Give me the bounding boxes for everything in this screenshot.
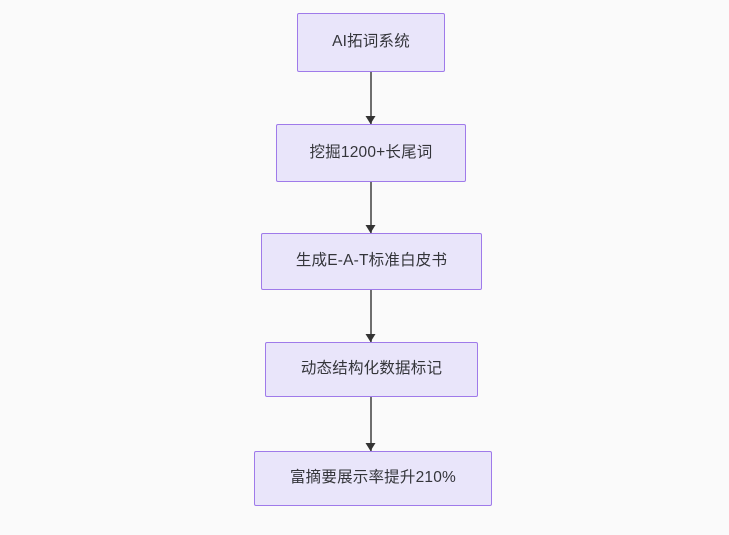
edge-line xyxy=(370,397,372,451)
flow-node-label: 挖掘1200+长尾词 xyxy=(309,143,433,161)
flow-node-generate-eat-whitepaper[interactable]: 生成E-A-T标准白皮书 xyxy=(261,233,482,290)
flow-node-dynamic-structured-data-markup[interactable]: 动态结构化数据标记 xyxy=(265,342,478,397)
edge-line xyxy=(370,290,372,342)
arrowhead-icon xyxy=(365,443,376,451)
arrowhead-icon xyxy=(365,334,376,342)
flow-node-label: AI拓词系统 xyxy=(332,33,410,51)
flow-node-rich-snippet-rate-increase[interactable]: 富摘要展示率提升210% xyxy=(254,451,492,506)
flow-node-ai-keyword-system[interactable]: AI拓词系统 xyxy=(297,13,445,72)
flow-node-label: 生成E-A-T标准白皮书 xyxy=(295,252,448,270)
edge-line xyxy=(370,182,372,233)
flow-node-label: 富摘要展示率提升210% xyxy=(289,469,457,487)
arrowhead-icon xyxy=(365,116,376,124)
flow-node-mine-longtail-keywords[interactable]: 挖掘1200+长尾词 xyxy=(276,124,466,182)
edge-line xyxy=(370,72,372,124)
flow-node-label: 动态结构化数据标记 xyxy=(300,360,443,378)
arrowhead-icon xyxy=(365,225,376,233)
